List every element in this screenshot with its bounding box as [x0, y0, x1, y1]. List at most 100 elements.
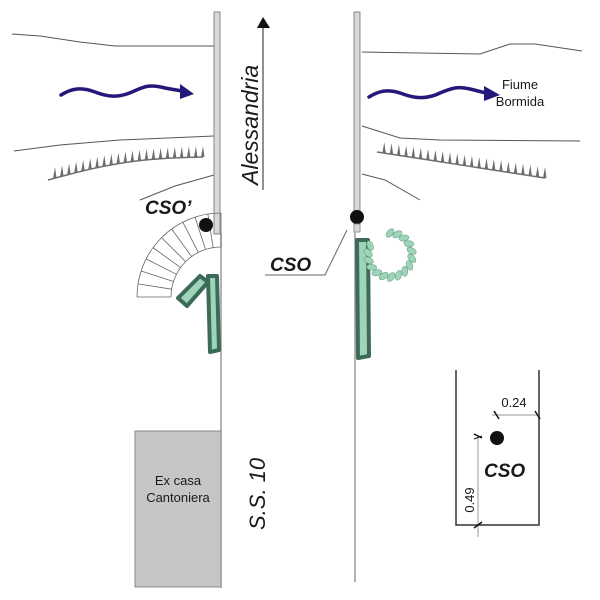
- building-ex-casa-cantoniera: [134, 430, 222, 588]
- leaf: [407, 253, 417, 263]
- hatch-tooth: [396, 144, 401, 156]
- hatch-tooth: [440, 151, 445, 163]
- leaf: [394, 270, 402, 281]
- detail-inset: 0.24 0.49 CSO: [455, 370, 541, 537]
- leaf: [378, 272, 389, 281]
- hatch-tooth: [433, 150, 437, 162]
- leaf: [385, 228, 395, 238]
- detail-channel: [455, 370, 540, 526]
- left-embankment-hatch: [47, 146, 205, 181]
- hatch-tooth: [137, 149, 142, 161]
- leaf: [366, 240, 374, 251]
- hatch-tooth: [95, 156, 99, 168]
- right-vegetation: [355, 228, 417, 360]
- stair-step: [194, 216, 206, 250]
- direction-label: Alessandria: [237, 65, 263, 187]
- detail-cso-point: [490, 431, 504, 445]
- building-label-line2: Cantoniera: [146, 490, 210, 505]
- hatch-tooth: [455, 153, 459, 165]
- hatch-tooth: [109, 153, 113, 165]
- road-label: S.S. 10: [245, 457, 270, 530]
- hatch-tooth: [521, 163, 525, 175]
- hatch-tooth: [448, 152, 452, 164]
- hatch-tooth: [179, 146, 184, 158]
- hatch-tooth: [81, 159, 85, 171]
- hatch-tooth: [67, 163, 71, 175]
- vertical-dimension-value: 0.49: [462, 487, 477, 512]
- right-upper-bank-line: [361, 43, 583, 55]
- hatch-tooth: [411, 146, 416, 158]
- leaf: [403, 240, 415, 248]
- stair-step: [152, 247, 181, 268]
- cso-prime-label: CSO’: [145, 198, 192, 219]
- hatch-tooth: [528, 164, 532, 176]
- right-riverbank-lines: [361, 43, 583, 201]
- hatch-tooth: [53, 167, 57, 179]
- right-embankment-hatch: [376, 142, 547, 179]
- hatch-tooth: [426, 148, 430, 160]
- stair-step: [171, 228, 192, 257]
- river-label-line1: Fiume: [502, 77, 538, 92]
- stair-step: [161, 237, 186, 262]
- hatch-tooth: [116, 152, 120, 164]
- right-flow-arrow: [367, 85, 500, 101]
- right-lower-bank-line: [361, 125, 581, 142]
- cso-prime-point: [199, 218, 213, 232]
- left-riverbank-lines: [11, 33, 215, 201]
- left-secondary-bank-line: [139, 174, 215, 201]
- right-secondary-bank-line: [361, 173, 421, 201]
- stair-step: [137, 283, 172, 290]
- hatch-tooth: [513, 162, 518, 174]
- hatch-tooth: [535, 165, 540, 177]
- hatch-tooth: [462, 154, 467, 166]
- hatch-tooth: [193, 146, 198, 158]
- hatch-tooth: [123, 151, 127, 163]
- hatch-tooth: [102, 155, 106, 167]
- hatch-tooth: [186, 146, 191, 158]
- hatch-tooth: [404, 145, 408, 157]
- cso-label: CSO: [270, 255, 311, 276]
- cso-leader-line: [265, 229, 348, 276]
- left-flow-arrow: [59, 84, 194, 99]
- leaf: [398, 234, 410, 242]
- hatch-tooth: [151, 148, 156, 160]
- cso-point: [350, 210, 364, 224]
- hatch-tooth: [165, 147, 170, 159]
- hatch-tooth: [477, 156, 481, 168]
- tree-canopy: [363, 228, 417, 282]
- leaf: [366, 263, 377, 271]
- hatch-tooth: [130, 150, 135, 162]
- hatch-tooth: [491, 159, 496, 171]
- hatch-tooth: [158, 147, 163, 159]
- leaf: [405, 260, 414, 271]
- hatch-tooth: [60, 165, 64, 177]
- river-label-line2: Bormida: [496, 94, 545, 109]
- hatch-tooth: [499, 160, 503, 172]
- leaf: [363, 248, 373, 258]
- left-bridge-parapet: [213, 11, 221, 235]
- horizontal-dimension-value: 0.24: [501, 395, 526, 410]
- leaf: [406, 246, 417, 255]
- hatch-tooth: [506, 161, 510, 173]
- hatch-tooth: [543, 167, 547, 178]
- hatch-tooth: [201, 146, 205, 157]
- stair-step: [182, 221, 199, 253]
- hatch-tooth: [469, 155, 474, 167]
- leaf: [392, 230, 403, 239]
- hatch-tooth: [74, 161, 78, 173]
- leaf: [386, 272, 396, 282]
- leaf: [363, 256, 374, 265]
- parapet-stub: [353, 223, 361, 233]
- stair-fan: [136, 212, 222, 298]
- stair-step: [145, 258, 177, 275]
- hatch-tooth: [172, 146, 177, 158]
- direction-arrow: [257, 17, 270, 190]
- right-bridge-parapet: [353, 11, 361, 231]
- hatch-tooth: [88, 158, 92, 170]
- left-lower-bank-line: [13, 135, 215, 152]
- leaf: [401, 266, 409, 277]
- leaf: [371, 269, 383, 277]
- left-vegetation: [176, 274, 221, 354]
- hatch-tooth: [389, 143, 394, 155]
